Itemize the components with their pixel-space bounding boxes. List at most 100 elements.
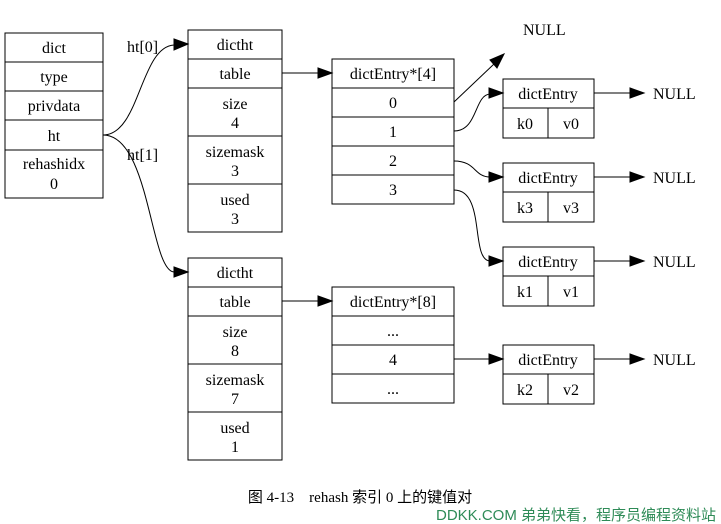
entry-k3-title-cell [502,162,595,193]
edge-k1-null-head [629,255,646,267]
array1-title: dictEntry*[8] [350,294,436,311]
null-label-k3: NULL [653,170,696,187]
ht1-title-cell [187,257,283,288]
ht0-title: dictht [217,37,254,54]
array0-slot-2: 2 [389,153,397,170]
ht1-table-cell [187,286,283,317]
array1-slot-a-cell [331,315,455,346]
null-label-k0: NULL [653,86,696,103]
entry-k1-title: dictEntry [518,254,578,271]
ht0-size-cell [187,87,283,137]
array0-slot-0: 0 [389,95,397,112]
entry-k2-value: v2 [563,382,579,399]
edges [102,38,646,365]
dict-header-cell [4,32,104,63]
ht0-sizemask-label: sizemask [206,144,265,161]
figure-caption: 图 4-13 rehash 索引 0 上的键值对 [248,489,472,506]
edge-slot1-k0 [453,93,491,132]
edge-slot2-k3 [453,160,491,178]
null-label-k1: NULL [653,254,696,271]
ht1-table-array: dictEntry*[8] ... 4 ... [331,286,455,404]
array0-slot-3-cell [331,174,455,205]
entry-k0-value-cell [547,107,595,139]
edge-ht1-table-head [317,295,334,307]
entry-k1-title-cell [502,246,595,277]
ht1-sizemask-value: 7 [231,391,239,408]
edge-slot3-k1 [453,189,491,262]
dict-type-cell [4,61,104,92]
entry-k2: dictEntry k2 v2 [502,344,595,405]
array0-slot-2-cell [331,145,455,176]
edge-ht-to-ht1-head [173,266,190,278]
array1-slot-4-cell [331,344,455,375]
edge-slot0-null [453,63,495,103]
array0-title: dictEntry*[4] [350,66,436,83]
ht1-sizemask-label: sizemask [206,372,265,389]
edge-k3-null-head [629,171,646,183]
ht0-sizemask-value: 3 [231,163,239,180]
array0-slot-1: 1 [389,124,397,141]
dict-rehashidx-cell [4,149,104,199]
edge-ht-to-ht0 [102,44,175,136]
entry-k3-value-cell [547,191,595,223]
entry-k1-key: k1 [517,284,533,301]
entry-k3-key: k3 [517,200,533,217]
array1-slot-ellipsis-top: ... [387,323,399,340]
dict-type-label: type [40,69,68,86]
edge-label-ht1: ht[1] [127,147,158,164]
edge-slot4-k2-head [488,353,505,365]
edge-k0-null-head [629,87,646,99]
entry-k3: dictEntry k3 v3 [502,162,595,223]
ht0-used-label: used [220,192,249,209]
ht0-dictht: dictht table size 4 sizemask 3 used 3 [187,29,283,233]
array1-slot-4: 4 [389,352,397,369]
entry-k1: dictEntry k1 v1 [502,246,595,307]
entry-k3-title: dictEntry [518,170,578,187]
entry-k0-title: dictEntry [518,86,578,103]
entry-k3-value: v3 [563,200,579,217]
ht0-table-label: table [219,66,250,83]
ht1-used-cell [187,411,283,461]
ht0-used-value: 3 [231,211,239,228]
array1-slot-b-cell [331,373,455,404]
entry-k2-key: k2 [517,382,533,399]
ht0-size-value: 4 [231,115,239,132]
entry-k0-key: k0 [517,116,533,133]
ht0-used-cell [187,183,283,233]
null-label-k2: NULL [653,352,696,369]
ht1-table-label: table [219,294,250,311]
edge-ht0-table-head [317,67,334,79]
ht1-size-value: 8 [231,343,239,360]
ht0-table-array: dictEntry*[4] 0 1 2 3 [331,58,455,205]
array0-slot-1-cell [331,116,455,147]
entry-k2-key-cell [502,373,549,405]
edge-label-ht0: ht[0] [127,39,158,56]
ht1-size-label: size [223,324,248,341]
dict-rehashidx-label: rehashidx [23,156,85,173]
ht1-title: dictht [217,265,254,282]
array0-slot-3: 3 [389,182,397,199]
array1-slot-ellipsis-bottom: ... [387,381,399,398]
edge-ht-to-ht1 [102,134,175,273]
entry-k0: dictEntry k0 v0 [502,78,595,139]
edge-slot0-null-head [489,53,506,69]
dict-ht-label: ht [48,128,61,145]
array1-title-cell [331,286,455,317]
ht1-used-value: 1 [231,439,239,456]
ht1-sizemask-cell [187,363,283,413]
dict-privdata-label: privdata [28,98,80,115]
watermark: DDKK.COM 弟弟快看，程序员编程资料站 [436,507,716,524]
edge-slot2-k3-head [488,171,505,183]
edge-k2-null-head [629,353,646,365]
edge-slot3-k1-head [488,255,505,267]
array0-slot-0-cell [331,87,455,118]
dict-struct: dict type privdata ht rehashidx 0 [4,32,104,199]
dict-title: dict [42,40,67,57]
entry-k1-value-cell [547,275,595,307]
ht1-used-label: used [220,420,249,437]
ht0-size-label: size [223,96,248,113]
edge-slot1-k0-head [488,87,505,99]
null-label-slot0: NULL [523,22,566,39]
entry-k2-value-cell [547,373,595,405]
